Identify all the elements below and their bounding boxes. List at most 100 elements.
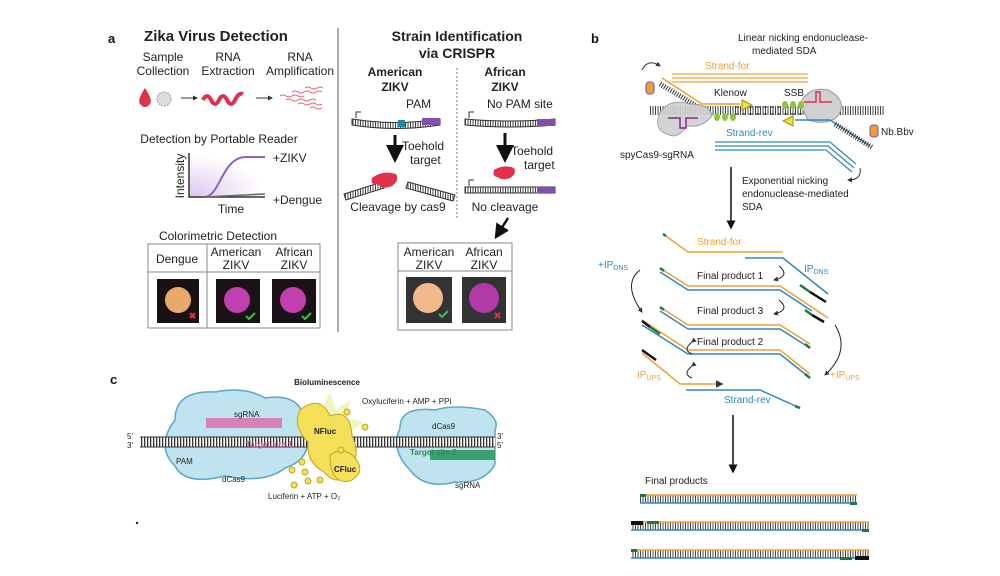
cas9-label: spyCas9-sgRNA [620,150,694,161]
table-header-american-2: ZIKV [416,258,443,272]
exp-title-3: SDA [742,202,763,213]
toehold-label-2: target [524,158,555,172]
cas9-icon [371,172,398,188]
panel-label-b: b [591,31,599,46]
final-product-1: Final product 1 [697,271,764,282]
rna-strand-icon [201,91,244,106]
plus-ip-dns-main: +IP [598,260,614,271]
step-sample-line1: Sample [143,50,184,64]
panel-label-a: a [108,31,116,46]
x-axis-label: Time [218,202,245,216]
final-products-title: Final products [645,476,708,487]
step-amplification-line2: Amplification [266,64,334,78]
check-icon [301,312,312,321]
zikv-curve [204,156,265,198]
primer-tags [649,232,813,410]
final-product-3: Final product 3 [697,306,764,317]
target-site-1-label: Target site 1 [246,440,293,449]
african-sample-dot [469,283,499,313]
pam-label: PAM [406,97,431,111]
linear-title-2: mediated SDA [752,46,817,57]
cfluc-label: CFluc [334,465,357,474]
zikv-label: +ZIKV [273,151,307,165]
african-sample-dot [280,287,306,313]
end-label-3-left: 3' [127,441,133,450]
curved-arrow-icon [847,167,861,183]
african-title-2: ZIKV [491,80,518,94]
nfluc-label: NFluc [314,427,337,436]
cleaved-dna-right [405,181,456,202]
ip-ups-label: IPUPS [637,370,661,382]
sgrna-icon [804,91,832,103]
promoter-icon [355,111,361,118]
table-header-american-2: ZIKV [223,258,250,272]
cas9-sgrna-complex [799,88,842,123]
dengue-sample-dot [165,287,191,313]
target-dsdna [650,106,885,115]
left-primer-dna [658,81,702,111]
plus-ip-ups-label: +IPUPS [830,370,860,382]
y-axis-label: Intensity [173,154,187,199]
substrates-label: Luciferin + ATP + O₂ [268,492,340,501]
ip-ups-sub: UPS [646,375,661,382]
nicking-enzyme-label: Nb.Bbv [881,127,914,138]
check-icon [438,310,449,319]
bioluminescence-title: Bioluminescence [294,378,360,387]
final-product-2: Final product 2 [697,337,764,348]
promoter-icon [468,179,474,186]
strain-identification: Strain Identification via CRISPR America… [343,28,556,331]
ssb-label: SSB [784,88,804,99]
luciferin-molecules [288,408,369,489]
strain-title-line1: Strain Identification [392,28,523,44]
pam-segment [398,120,405,127]
cleaved-dna-left [343,181,385,201]
plus-ip-ups-main: +IP [830,370,846,381]
duplex-1 [640,494,857,505]
check-icon [245,312,256,321]
ip-dns-sub: DNS [813,269,828,276]
exp-title-1: Exponential nicking [742,176,828,187]
panel-c: c Bioluminescence Oxyluciferin + AMP + P… [110,372,503,525]
american-title-1: American [368,65,423,79]
toehold-label-1: Toehold [402,139,444,153]
klenow-icon [781,115,794,127]
cas9-sgrna-complex [657,101,713,137]
toehold-segment [537,119,555,126]
plus-ip-dns-label: +IPDNS [598,260,628,272]
table-header-african: African [465,245,502,259]
strain-table: American ZIKV African ZIKV [397,242,513,331]
american-title-2: ZIKV [381,80,408,94]
target-site-2-label: Target site 2 [410,448,457,457]
left-extension [661,77,740,105]
strand-for-label: Strand-for [705,61,750,72]
table-header-american: American [211,245,262,259]
dengue-label: +Dengue [273,193,322,207]
end-label-5-right: 5' [497,441,503,450]
panel-a-title: Zika Virus Detection [144,28,288,45]
final-product-duplexes [631,494,869,560]
cross-icon [189,312,196,319]
step-extraction-line2: Extraction [201,64,254,78]
panel-a: a Zika Virus Detection Sample Collection… [108,28,339,332]
exponential-strands [641,233,829,409]
pam-label-c: PAM [176,457,193,466]
no-pam-label: No PAM site [487,97,553,111]
reader-title: Detection by Portable Reader [140,132,297,146]
cross-icon [494,312,501,319]
african-title-1: African [484,65,525,79]
panel-label-c: c [110,372,117,387]
no-cleavage-result: No cleavage [472,200,539,214]
products-label: Oxyluciferin + AMP + PPi [362,397,451,406]
strand-rev-label-2: Strand-rev [724,395,771,406]
nicking-enzyme-icon [645,81,655,95]
cycle-arrows [631,265,842,379]
chart-glow [189,155,265,197]
promoter-icon [468,111,474,118]
reader-axes [188,153,265,198]
exp-title-2: endonuclease-mediated [742,189,849,200]
table-header-dengue: Dengue [156,252,198,266]
dcas9-right-label: dCas9 [432,422,456,431]
sgrna-right-label: sgRNA [455,481,481,490]
end-label-5-left: 5' [127,432,133,441]
strand-rev-lines [715,141,857,173]
